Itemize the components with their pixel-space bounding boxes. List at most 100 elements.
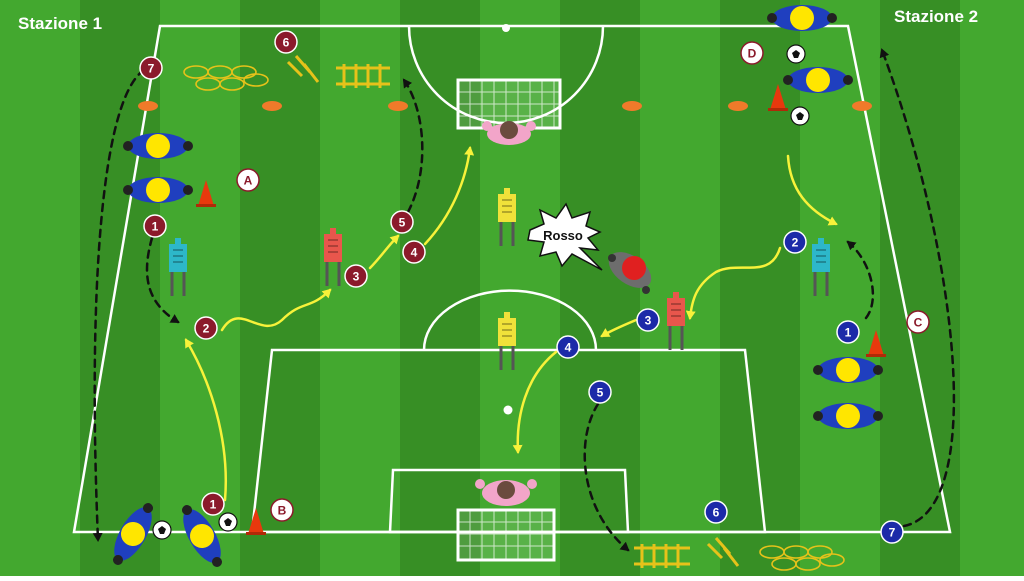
penalty-arc xyxy=(422,289,598,351)
station2-step-marker: 7 xyxy=(880,520,904,544)
defender-red xyxy=(608,252,652,294)
step-number: 2 xyxy=(203,322,210,336)
rosso-callout: Rosso xyxy=(527,202,603,271)
player-icon xyxy=(123,177,193,203)
step-number: 3 xyxy=(645,314,652,328)
step-number: 2 xyxy=(792,236,799,250)
position-letter-marker: C xyxy=(906,310,930,334)
station1-step-marker: 7 xyxy=(139,56,163,80)
soccer-ball-icon xyxy=(786,44,806,64)
mannequin-icon xyxy=(324,228,342,286)
step-number: 4 xyxy=(411,246,418,260)
penalty-area xyxy=(250,348,767,534)
station-1-label: Stazione 1 xyxy=(18,14,102,33)
station2-step-marker: 5 xyxy=(588,380,612,404)
mannequin-icon xyxy=(169,238,187,296)
top-goal xyxy=(456,78,562,130)
goalkeeper-bottom xyxy=(475,479,537,506)
flat-markers xyxy=(138,101,872,111)
station2-step-marker: 4 xyxy=(556,335,580,359)
station2-step-marker: 2 xyxy=(783,230,807,254)
grass-stripe xyxy=(880,0,960,576)
station1-step-marker: 2 xyxy=(194,316,218,340)
position-letter: D xyxy=(748,47,757,61)
grass-stripe xyxy=(0,0,80,576)
flat-marker-icon xyxy=(262,101,282,111)
mannequin-icon xyxy=(498,312,516,370)
cone-icon xyxy=(768,84,788,111)
pitch-lines xyxy=(72,24,952,534)
step-number: 7 xyxy=(148,62,155,76)
flat-marker-icon xyxy=(388,101,408,111)
station1-step-marker: 4 xyxy=(402,240,426,264)
position-letter: B xyxy=(278,504,287,518)
position-letter-marker: D xyxy=(740,41,764,65)
grass-stripe xyxy=(640,0,720,576)
step-number: 1 xyxy=(152,220,159,234)
soccer-ball-icon xyxy=(218,512,238,532)
player-icon xyxy=(182,505,223,567)
callout-text: Rosso xyxy=(543,228,583,243)
grass-stripe xyxy=(960,0,1024,576)
mannequin-icon xyxy=(667,292,685,350)
station1-step-marker: 1 xyxy=(143,214,167,238)
player-icon xyxy=(113,503,153,565)
position-letter-marker: A xyxy=(236,168,260,192)
soccer-ball-icon xyxy=(152,520,172,540)
mannequin-icon xyxy=(498,188,516,246)
goalkeeper-top xyxy=(482,121,536,145)
coordination-rings xyxy=(183,65,845,571)
mannequin-icon xyxy=(812,238,830,296)
position-letter-marker: B xyxy=(270,498,294,522)
station2-step-marker: 1 xyxy=(836,320,860,344)
mannequins xyxy=(169,188,830,370)
cone-icon xyxy=(246,508,266,535)
step-number: 1 xyxy=(210,498,217,512)
hurdle-icon xyxy=(286,55,320,83)
position-letter: A xyxy=(244,174,253,188)
grass-stripe xyxy=(240,0,320,576)
black-run-paths xyxy=(92,48,956,552)
grass-stripe xyxy=(560,0,640,576)
step-number: 7 xyxy=(889,526,896,540)
step-number: 6 xyxy=(713,506,720,520)
step-number: 6 xyxy=(283,36,290,50)
station1-step-marker: 1 xyxy=(201,492,225,516)
flat-marker-icon xyxy=(728,101,748,111)
grass-stripe xyxy=(80,0,160,576)
soccer-ball-icon xyxy=(790,106,810,126)
step-number: 4 xyxy=(565,341,572,355)
player-icon xyxy=(813,357,883,383)
player-icon xyxy=(767,5,837,31)
station2-step-marker: 6 xyxy=(704,500,728,524)
step-number: 5 xyxy=(597,386,604,400)
grass-stripe xyxy=(480,0,560,576)
step-number: 1 xyxy=(845,326,852,340)
cones xyxy=(196,84,886,535)
hurdle-icon xyxy=(706,537,740,567)
station1-step-marker: 6 xyxy=(274,30,298,54)
station1-step-marker: 3 xyxy=(344,264,368,288)
grass-stripe xyxy=(800,0,880,576)
flat-marker-icon xyxy=(622,101,642,111)
step-number: 3 xyxy=(353,270,360,284)
yellow-pass-paths xyxy=(184,146,838,502)
bottom-goal xyxy=(456,508,556,562)
cone-icon xyxy=(866,330,886,357)
goal-area xyxy=(388,468,630,534)
player-icon xyxy=(783,67,853,93)
player-icon xyxy=(813,403,883,429)
player-icon xyxy=(123,133,193,159)
players xyxy=(113,5,883,567)
flat-marker-icon xyxy=(138,101,158,111)
center-spot xyxy=(502,24,510,32)
penalty-spot xyxy=(503,405,513,415)
station1-step-marker: 5 xyxy=(390,210,414,234)
grass-stripe xyxy=(320,0,400,576)
flat-marker-icon xyxy=(852,101,872,111)
step-number: 5 xyxy=(399,216,406,230)
